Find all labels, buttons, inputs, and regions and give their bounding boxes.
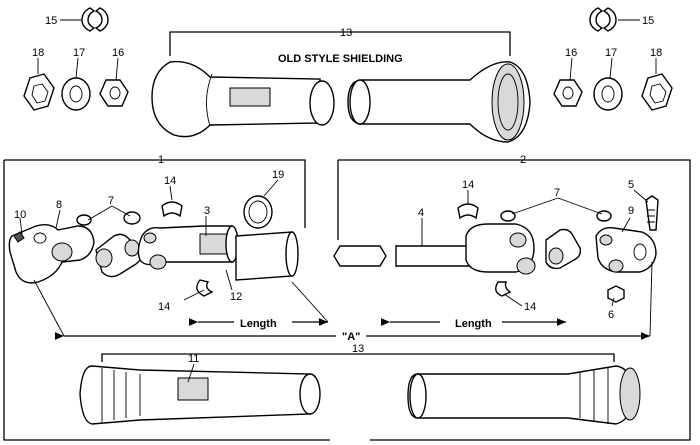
callout-18-right: 18 <box>650 47 662 59</box>
callout-17-left: 17 <box>73 47 85 59</box>
callout-10: 10 <box>14 209 26 221</box>
left-section-frame <box>3 160 330 441</box>
callout-13-top: 13 <box>340 27 352 39</box>
callout-12: 12 <box>230 291 242 303</box>
hex-nut-right <box>553 79 583 107</box>
callout-14-right-bottom: 14 <box>524 301 536 313</box>
callout-8: 8 <box>56 199 62 211</box>
callout-7-left: 7 <box>108 195 114 207</box>
overall-length-label: "A" <box>342 331 360 343</box>
callout-16-left: 16 <box>112 47 124 59</box>
callout-5: 5 <box>628 179 634 191</box>
spring-clip-right <box>641 73 673 111</box>
spring-clip-left <box>23 73 55 111</box>
length-label-left: Length <box>240 318 277 330</box>
diagram-title: OLD STYLE SHIELDING <box>278 53 403 65</box>
old-style-shield-right <box>347 61 531 143</box>
callout-6: 6 <box>608 309 614 321</box>
callout-7-right: 7 <box>554 187 560 199</box>
callout-1: 1 <box>158 154 164 166</box>
callout-14-right-top: 14 <box>462 179 474 191</box>
callout-19: 19 <box>272 169 284 181</box>
callout-4: 4 <box>418 207 424 219</box>
washer-left <box>61 77 91 111</box>
old-style-shield-left <box>151 60 335 138</box>
callout-18-left: 18 <box>32 47 44 59</box>
callout-13-bottom: 13 <box>352 343 364 355</box>
callout-14-left-bottom: 14 <box>158 301 170 313</box>
washer-right <box>593 77 623 111</box>
callout-17-right: 17 <box>605 47 617 59</box>
retaining-ring-right <box>589 7 617 32</box>
callout-14-left-top: 14 <box>164 175 176 187</box>
hex-nut-left <box>99 79 129 107</box>
callout-2: 2 <box>520 154 526 166</box>
slip-yoke-assembly-right <box>333 195 659 303</box>
callout-16-right: 16 <box>565 47 577 59</box>
length-label-right: Length <box>455 318 492 330</box>
callout-15-left: 15 <box>45 15 57 27</box>
callout-9: 9 <box>628 205 634 217</box>
callout-3: 3 <box>204 205 210 217</box>
shield-right-bottom <box>407 365 641 425</box>
callout-11: 11 <box>188 353 199 365</box>
shield-left-bottom <box>79 365 321 425</box>
retaining-ring-left <box>81 7 109 32</box>
slip-yoke-assembly-left <box>8 195 299 297</box>
callout-15-right: 15 <box>642 15 654 27</box>
